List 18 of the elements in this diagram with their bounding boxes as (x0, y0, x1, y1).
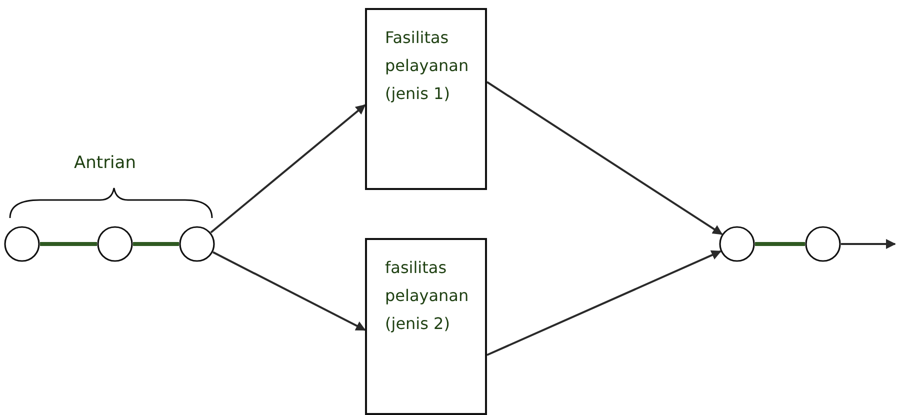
connector-line (40, 242, 97, 246)
queue-circle (97, 226, 133, 262)
arrow (212, 251, 366, 331)
queue-circle (179, 226, 215, 262)
process-box (365, 238, 487, 415)
queue-circle (4, 226, 40, 262)
box-text: Fasilitas pelayanan (jenis 1) (385, 27, 470, 105)
arrow (486, 81, 723, 236)
connector-line (133, 242, 179, 246)
arrow (841, 239, 896, 249)
queue-label: Antrian (74, 153, 136, 173)
queue-circle (805, 226, 841, 262)
process-box (365, 8, 487, 190)
arrow (210, 104, 366, 234)
arrow (486, 250, 722, 356)
queue-circle (719, 226, 755, 262)
connector-line (755, 242, 805, 246)
box-text: fasilitas pelayanan (jenis 2) (385, 257, 470, 335)
